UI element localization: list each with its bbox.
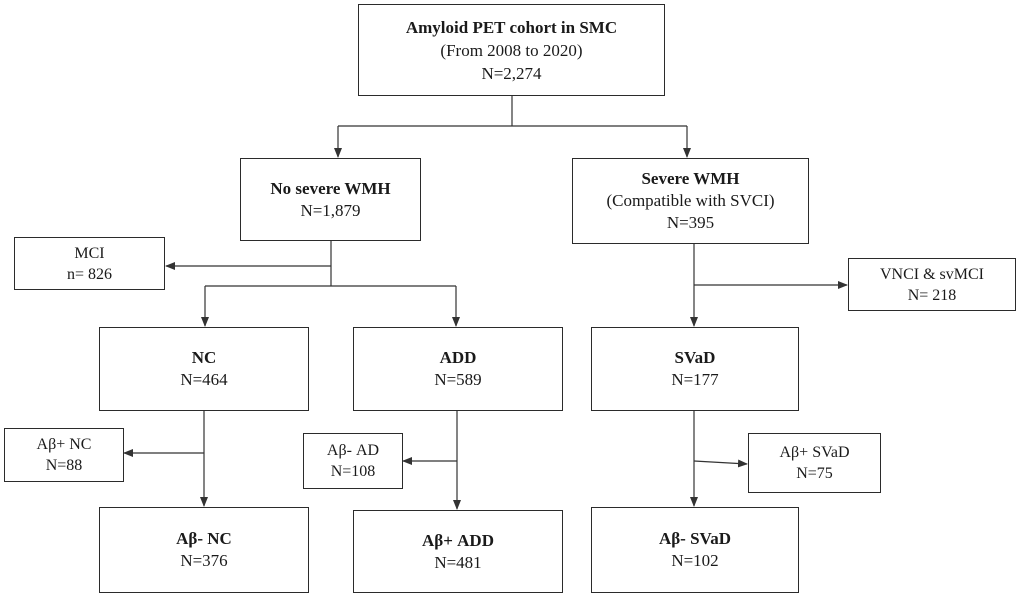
add-title: ADD (439, 348, 477, 367)
ab-neg-nc-title: Aβ- NC (176, 529, 232, 548)
add-count: N=589 (434, 370, 482, 389)
nc-title: NC (191, 348, 217, 367)
cohort-count: N=2,274 (481, 63, 542, 83)
ab-neg-svad-count: N=102 (671, 551, 719, 570)
arrow-to-ab-pos-svad (693, 459, 748, 468)
box-ab-neg-ad: Aβ- AD N=108 (303, 433, 403, 489)
vnci-title: VNCI & svMCI (879, 265, 984, 283)
ab-pos-add-title: Aβ+ ADD (421, 530, 494, 550)
box-ab-pos-svad: Aβ+ SVaD N=75 (748, 433, 881, 493)
svad-count: N=177 (671, 370, 719, 389)
nc-count: N=464 (180, 370, 228, 389)
no-severe-wmh-count: N=1,879 (300, 200, 361, 220)
box-ab-neg-svad: Aβ- SVaD N=102 (591, 507, 799, 593)
severe-wmh-subtitle: (Compatible with SVCI) (606, 191, 775, 210)
mci-count: n= 826 (66, 265, 113, 283)
ab-pos-nc-count: N=88 (45, 457, 83, 474)
box-ab-pos-nc: Aβ+ NC N=88 (4, 428, 124, 482)
box-mci: MCI n= 826 (14, 237, 165, 290)
cohort-subtitle: (From 2008 to 2020) (440, 40, 583, 60)
no-severe-wmh-title: No severe WMH (270, 178, 391, 198)
box-cohort: Amyloid PET cohort in SMC (From 2008 to … (358, 4, 665, 96)
ab-pos-nc-title: Aβ+ NC (36, 436, 92, 453)
box-add: ADD N=589 (353, 327, 563, 411)
box-svad: SVaD N=177 (591, 327, 799, 411)
severe-wmh-title: Severe WMH (641, 169, 740, 188)
box-severe-wmh: Severe WMH (Compatible with SVCI) N=395 (572, 158, 809, 244)
ab-neg-svad-title: Aβ- SVaD (658, 529, 732, 548)
ab-pos-add-count: N=481 (434, 552, 482, 572)
mci-title: MCI (74, 244, 105, 262)
ab-pos-svad-count: N=75 (796, 465, 833, 482)
vnci-count: N= 218 (907, 286, 957, 304)
severe-wmh-count: N=395 (666, 213, 715, 232)
box-no-severe-wmh: No severe WMH N=1,879 (240, 158, 421, 241)
box-ab-neg-nc: Aβ- NC N=376 (99, 507, 309, 593)
box-nc: NC N=464 (99, 327, 309, 411)
box-vnci-svmci: VNCI & svMCI N= 218 (848, 258, 1016, 311)
box-ab-pos-add: Aβ+ ADD N=481 (353, 510, 563, 593)
ab-neg-nc-count: N=376 (180, 551, 228, 570)
svad-title: SVaD (674, 348, 716, 367)
cohort-title: Amyloid PET cohort in SMC (405, 17, 618, 37)
ab-pos-svad-title: Aβ+ SVaD (779, 444, 850, 461)
ab-neg-ad-title: Aβ- AD (326, 442, 380, 459)
ab-neg-ad-count: N=108 (330, 463, 376, 480)
